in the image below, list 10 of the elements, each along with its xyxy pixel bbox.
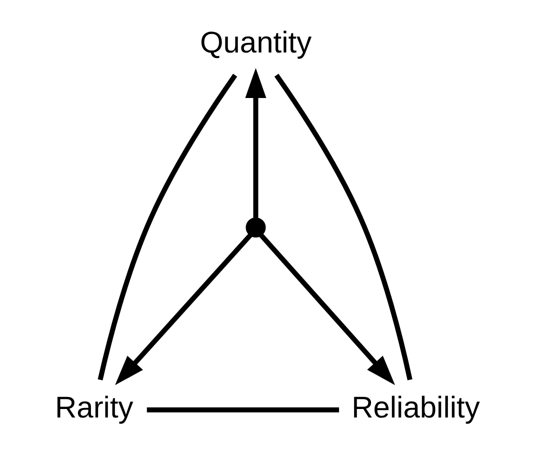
arrow <box>245 68 266 218</box>
node-circle <box>246 218 266 238</box>
node-text: Reliability <box>352 391 480 424</box>
arrow <box>115 233 252 386</box>
connector <box>274 74 412 380</box>
connector <box>98 74 238 380</box>
connector <box>146 407 340 412</box>
arrow <box>259 233 396 386</box>
node-text: Rarity <box>55 391 134 424</box>
node-text: Quantity <box>200 26 312 60</box>
